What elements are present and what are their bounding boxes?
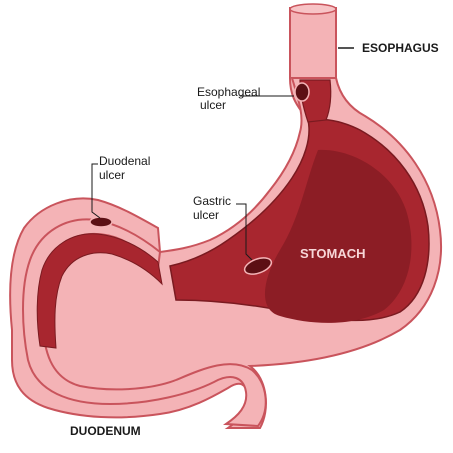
- esophageal-ulcer-label-2: ulcer: [200, 98, 226, 112]
- duodenum-label: DUODENUM: [70, 424, 141, 438]
- esophagus-label: ESOPHAGUS: [362, 41, 439, 55]
- stomach-label: STOMACH: [300, 246, 365, 261]
- duodenal-ulcer-mark: [90, 217, 112, 227]
- duodenal-ulcer-label-2: ulcer: [99, 168, 125, 182]
- duodenal-ulcer-label-1: Duodenal: [99, 154, 150, 168]
- gastric-ulcer-label-1: Gastric: [193, 194, 231, 208]
- esophageal-ulcer-label-1: Esophageal: [197, 85, 260, 99]
- esophagus-opening: [290, 4, 336, 14]
- esophageal-ulcer-mark: [295, 83, 309, 101]
- gastric-ulcer-label-2: ulcer: [193, 208, 219, 222]
